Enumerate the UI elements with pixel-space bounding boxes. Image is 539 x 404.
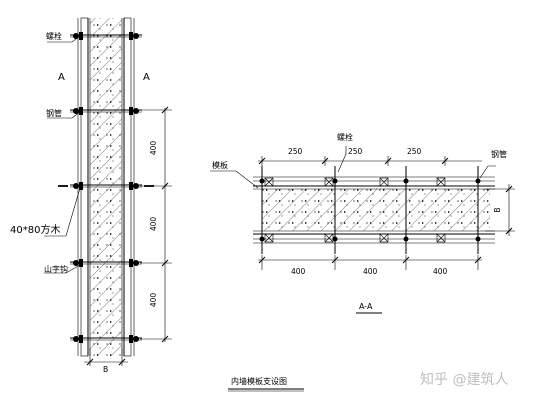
- dim-vertical-3: 400: [149, 293, 158, 308]
- leader-template: [210, 170, 259, 189]
- wall-width-b-left: B: [103, 365, 108, 374]
- section-bolts: [259, 166, 481, 254]
- bolt-row-5: [70, 335, 142, 343]
- section-title: A-A: [359, 302, 373, 311]
- section-width-b: B: [493, 207, 502, 212]
- dim-bottom-3: 400: [433, 267, 448, 276]
- drawing-title: 内墙模板支设图: [231, 376, 287, 386]
- steel-pipe-label-right: 钢管: [491, 149, 507, 159]
- leader-pipe-right: [479, 165, 496, 179]
- dim-vertical-1: 400: [149, 141, 158, 156]
- bolt-row-2: [70, 107, 142, 115]
- dim-top-3: 250: [407, 147, 422, 156]
- leader-bolt-left: [47, 35, 81, 43]
- dim-bottom-2: 400: [363, 267, 378, 276]
- top-dimension: [258, 156, 482, 166]
- wall-elevation: 螺栓 A A 钢管 40*80方木 山字钩 B 400 400 400: [10, 17, 172, 374]
- vertical-dimension: [140, 106, 172, 343]
- dim-vertical-2: 400: [149, 217, 158, 232]
- bolt-label-left: 螺栓: [46, 31, 62, 41]
- watermark: 知乎 @建筑人: [420, 371, 508, 388]
- bolt-row-4: [70, 259, 142, 267]
- template-label: 模板: [212, 160, 228, 170]
- bottom-dimension: [258, 255, 482, 270]
- dim-top-1: 250: [288, 147, 303, 156]
- section-a-right: A: [143, 72, 150, 83]
- leader-bolt-right: [337, 146, 347, 173]
- timber-label: 40*80方木: [10, 223, 60, 236]
- leader-clamp: [44, 264, 81, 274]
- bolt-label-right: 螺栓: [337, 132, 353, 142]
- section-a-left: A: [58, 72, 65, 83]
- dim-top-2: 250: [348, 147, 363, 156]
- clamp-label: 山字钩: [44, 264, 68, 274]
- wall-width-dimension: [84, 348, 128, 366]
- steel-pipe-label-left: 钢管: [46, 108, 62, 118]
- section-a-a: 模板 螺栓 钢管 250 250 250 400 400 400 B A-A: [210, 132, 515, 314]
- section-concrete-speckle: [262, 189, 490, 231]
- leader-timber: [44, 187, 81, 237]
- dim-bottom-1: 400: [291, 267, 306, 276]
- leader-pipe-left: [47, 111, 81, 119]
- section-thickness-dimension: [485, 184, 515, 236]
- bolt-row-3: [70, 182, 142, 190]
